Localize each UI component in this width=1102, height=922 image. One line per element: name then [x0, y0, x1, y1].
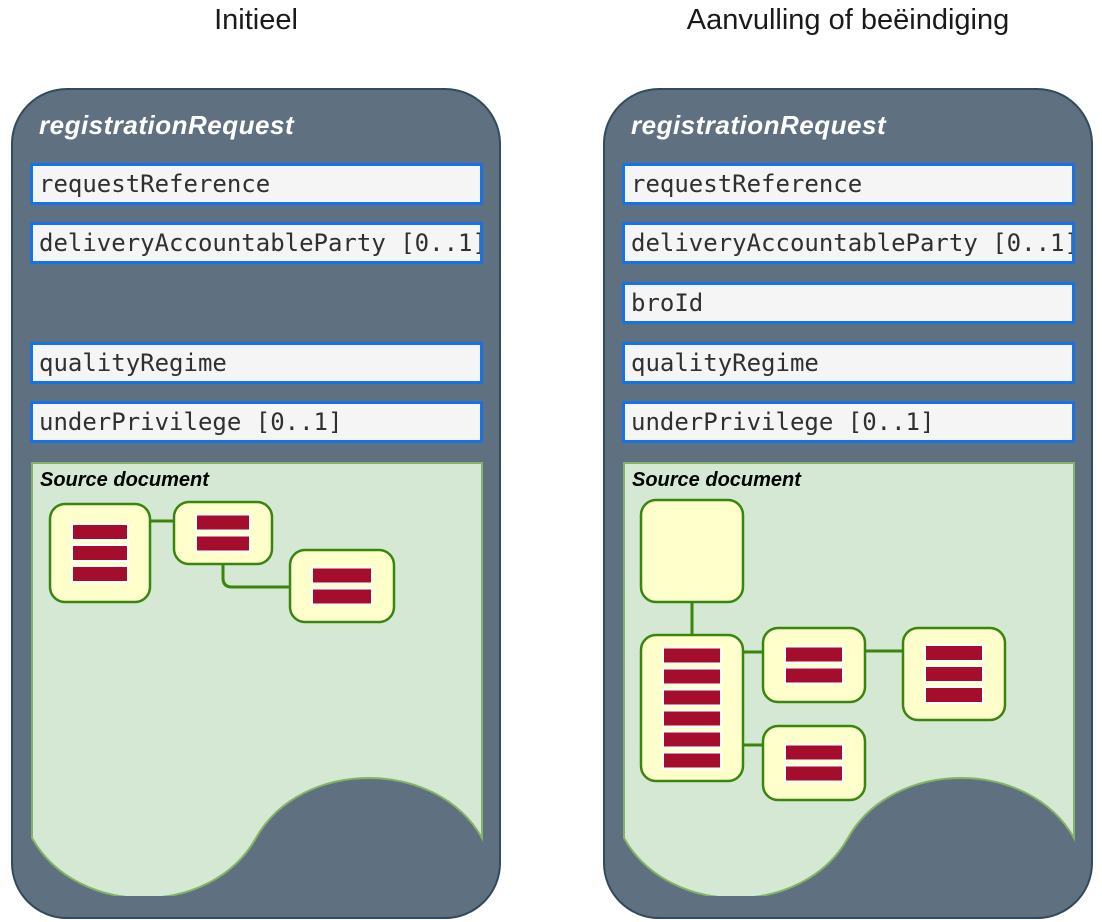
field-requestReference: requestReference: [30, 163, 483, 205]
tree-node-bar: [662, 667, 722, 686]
tree-node-bar: [71, 523, 129, 541]
tree-node: [288, 548, 396, 624]
field-deliveryAccountableParty: deliveryAccountableParty [0..1]: [622, 222, 1075, 264]
tree-node-bar: [924, 644, 984, 662]
source-document-section: Source document: [623, 462, 1075, 896]
tree-node-bar: [311, 566, 373, 585]
tree-node-bar: [662, 646, 722, 665]
source-document-section: Source document: [31, 462, 483, 896]
tree-node-bar: [662, 688, 722, 707]
tree-node-bar: [784, 743, 844, 762]
panel-group-aanvulling: Aanvulling of beëindiging registrationRe…: [603, 0, 1093, 922]
field-qualityRegime: qualityRegime: [30, 342, 483, 384]
tree-node-bar: [195, 534, 251, 553]
field-deliveryAccountableParty: deliveryAccountableParty [0..1]: [30, 222, 483, 264]
tree-node-bar: [311, 587, 373, 606]
tree-node-bar: [784, 666, 844, 685]
registration-request-panel-initieel: registrationRequest requestReference deli…: [11, 88, 501, 919]
tree-node-bar: [784, 645, 844, 664]
tree-node-bar: [662, 730, 722, 749]
source-document-tree-svg: [31, 462, 483, 896]
tree-node: [761, 626, 867, 704]
source-document-tree-svg: [623, 462, 1075, 896]
panel-title-aanvulling: Aanvulling of beëindiging: [686, 4, 1010, 36]
tree-node-bar: [71, 544, 129, 562]
panel-group-initieel: Initieel registrationRequest requestRefe…: [11, 0, 501, 922]
tree-node-bar: [784, 764, 844, 783]
field-underPrivilege: underPrivilege [0..1]: [622, 401, 1075, 443]
panel-title-initieel: Initieel: [214, 4, 298, 36]
source-document-label: Source document: [40, 469, 209, 491]
tree-node: [172, 500, 274, 566]
tree-node-bar: [924, 665, 984, 683]
source-document-label: Source document: [632, 469, 801, 491]
registration-request-panel-aanvulling: registrationRequest requestReference deli…: [603, 88, 1093, 919]
tree-node-bar: [195, 513, 251, 532]
field-underPrivilege: underPrivilege [0..1]: [30, 401, 483, 443]
tree-node: [639, 498, 745, 604]
field-qualityRegime: qualityRegime: [622, 342, 1075, 384]
tree-node: [761, 724, 867, 802]
field-requestReference: requestReference: [622, 163, 1075, 205]
tree-connector: [221, 564, 290, 589]
tree-node-bar: [71, 565, 129, 583]
field-broId: broId: [622, 282, 1075, 324]
panel-header-label: registrationRequest: [631, 110, 887, 140]
tree-node-bar: [924, 686, 984, 704]
tree-node-bar: [662, 751, 722, 770]
tree-node-bar: [662, 709, 722, 728]
panel-header-label: registrationRequest: [39, 110, 295, 140]
